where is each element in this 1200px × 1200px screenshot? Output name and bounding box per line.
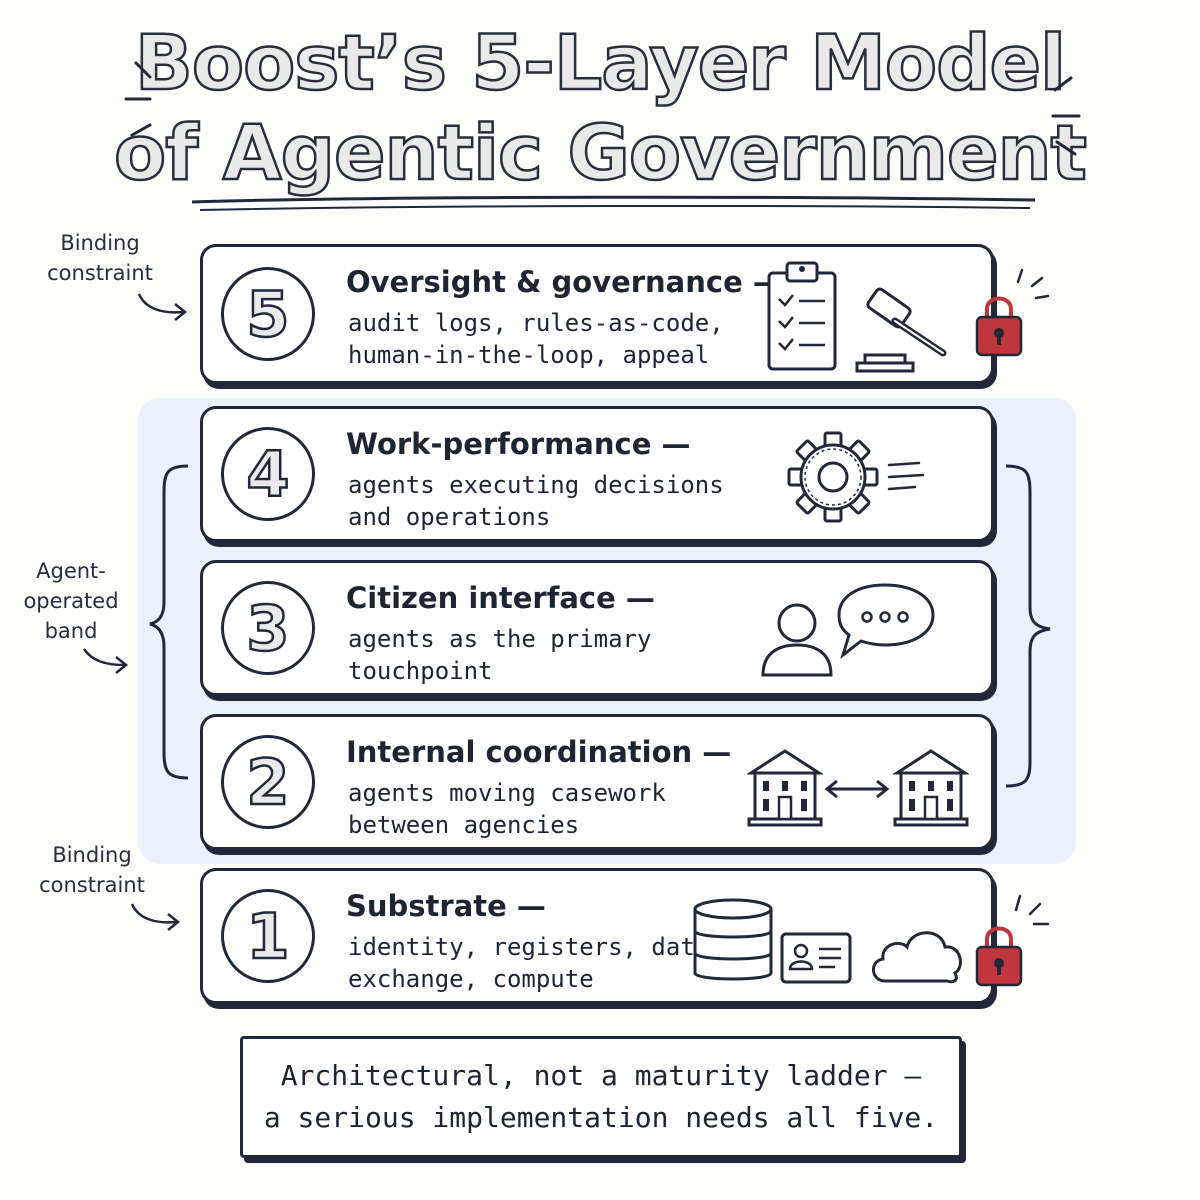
person-icon [761, 603, 833, 677]
layer-description: agents executing decisions and operation… [348, 471, 724, 531]
layer-title: Citizen interface — [346, 581, 655, 615]
layer-number-badge: 4 [221, 427, 315, 521]
layer-2-internal-coordination: 2 Internal coordination — agents moving … [200, 714, 994, 850]
cloud-icon [872, 931, 962, 984]
lock-spark-marks-bottom [1014, 894, 1050, 926]
layer-5-oversight-governance: 5 Oversight & governance — audit logs, r… [200, 244, 1023, 384]
layer-4-work-performance: 4 Work-performance — agents executing de… [200, 406, 994, 542]
title-underline [191, 195, 1036, 211]
title-line-1: Boost’s 5-Layer Model [134, 17, 1068, 109]
layer-title: Work-performance — [346, 427, 691, 461]
layer-number-badge: 3 [221, 581, 315, 675]
padlock-icon [975, 296, 1023, 357]
layer-title: Internal coordination — [346, 735, 732, 769]
gear-icon [787, 431, 925, 523]
id-card-icon [780, 932, 852, 984]
clipboard-checklist-icon [767, 261, 837, 371]
layer-number-badge: 5 [221, 267, 315, 361]
left-brace [149, 464, 189, 780]
building-icon [893, 749, 969, 827]
binding-constraint-label-bottom: Binding constraint [39, 843, 145, 897]
footer-line-1: Architectural, not a maturity ladder — [280, 1059, 922, 1092]
title-spark-marks-right [1051, 76, 1081, 156]
layer-title: Oversight & governance — [346, 265, 782, 299]
database-icon [693, 898, 773, 981]
padlock-icon [975, 926, 1023, 987]
footer-line-2: a serious implementation needs all five. [263, 1101, 939, 1134]
building-icon [747, 749, 823, 827]
layer-description: identity, registers, data exchange, comp… [348, 933, 710, 993]
title-line-2: of Agentic Government [113, 107, 1088, 199]
title-spark-marks-left [124, 61, 152, 137]
layer-1-substrate: 1 Substrate — identity, registers, data … [200, 868, 1023, 1004]
binding-constraint-label-top: Binding constraint [47, 231, 153, 285]
lock-spark-marks-top [1016, 268, 1050, 300]
layer-description: agents as the primary touchpoint [348, 625, 652, 685]
arrow-to-layer-1 [130, 903, 181, 931]
layer-3-citizen-interface: 3 Citizen interface — agents as the prim… [200, 560, 994, 696]
speech-bubble-icon [837, 583, 935, 660]
layer-title: Substrate — [346, 889, 546, 923]
double-arrow-icon [824, 779, 890, 799]
diagram-title: Boost’s 5-Layer Model of Agentic Governm… [0, 17, 1200, 199]
right-brace [1005, 464, 1051, 788]
layer-description: audit logs, rules-as-code, human-in-the-… [348, 309, 724, 369]
gavel-icon [855, 287, 947, 373]
layer-description: agents moving casework between agencies [348, 779, 666, 839]
arrow-to-layer-5 [137, 293, 188, 321]
arrow-to-band [82, 648, 129, 674]
layer-number-badge: 2 [221, 735, 315, 829]
agent-operated-band-label: Agent- operated band [23, 559, 119, 643]
layer-number-badge: 1 [221, 889, 315, 983]
footer-note: Architectural, not a maturity ladder — a… [240, 1036, 962, 1158]
